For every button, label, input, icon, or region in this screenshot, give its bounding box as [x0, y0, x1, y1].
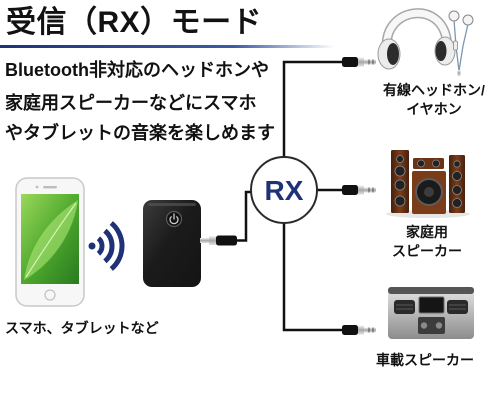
receiver-body [143, 200, 201, 287]
earphone-cable-right [458, 23, 469, 72]
earphones-image [448, 10, 474, 76]
woofer [452, 185, 462, 195]
left-tower-speaker [391, 150, 409, 213]
tweeter [453, 160, 461, 168]
jack-collar [209, 236, 216, 245]
vent-frame [394, 300, 415, 314]
receiver-device-image [143, 200, 201, 287]
description-line-1: Bluetooth非対応のヘッドホンや [5, 60, 269, 80]
woofer [394, 165, 406, 177]
center-driver [432, 159, 440, 168]
headphones-label-line-1: 有線ヘッドホン/ [383, 82, 485, 98]
headphones-label-line-2: イヤホン [406, 101, 462, 117]
source-cable [237, 190, 251, 242]
tuning-knob [435, 322, 443, 329]
power-icon [169, 216, 179, 225]
plug-collar [358, 325, 364, 335]
rx-circle [250, 156, 318, 224]
plug-tip [364, 187, 376, 193]
plug-tip [364, 327, 376, 333]
headphones-plug-icon [342, 57, 376, 67]
headband [383, 9, 451, 52]
earbud-right [462, 14, 474, 26]
cable-to-headphones [282, 60, 343, 157]
right-air-vent [447, 300, 468, 314]
center-display [418, 296, 445, 314]
signal-wave-small [96, 236, 105, 256]
center-driver [417, 159, 425, 168]
home-speakers-image [386, 150, 470, 218]
left-ear-cushion [387, 43, 399, 65]
car-dashboard-image [388, 287, 474, 339]
earphone-plug [457, 70, 461, 76]
right-tower-cabinet [449, 155, 465, 213]
rx-hub: RX [250, 156, 318, 224]
signal-dot [88, 242, 96, 250]
center-speaker [413, 158, 444, 169]
car-speakers-label: 車載スピーカー [376, 352, 474, 368]
home-speakers-plug-icon [342, 185, 376, 195]
source-label: スマホ、タブレットなど [5, 320, 159, 336]
signal-wave-medium [103, 228, 115, 264]
phone-camera [35, 185, 39, 189]
description-line-3: やタブレットの音楽を楽しめます [5, 123, 275, 143]
plug-body [342, 325, 358, 335]
smartphone-image [15, 177, 85, 307]
left-air-vent [394, 300, 415, 314]
audio-control-panel [418, 317, 445, 334]
tweeter [396, 155, 404, 163]
woofer [452, 171, 462, 181]
home-speakers-label-line-1: 家庭用 [406, 224, 448, 240]
car-speakers-plug-icon [342, 325, 376, 335]
woofer [394, 179, 406, 191]
woofer [452, 198, 462, 208]
rx-label: RX [265, 175, 304, 206]
phone-speaker [43, 186, 57, 189]
page-title: 受信（RX）モード [6, 6, 263, 39]
plug-collar [358, 57, 364, 67]
plug-body [342, 57, 358, 67]
volume-knob [420, 322, 428, 329]
dashboard-top-trim [388, 287, 474, 294]
earphone-remote [453, 40, 458, 51]
audio-jack-icon [200, 235, 237, 246]
woofer [394, 195, 406, 207]
subwoofer [412, 171, 446, 214]
right-ear-cushion [435, 41, 447, 61]
plug-tip [364, 59, 376, 65]
vent-frame [447, 300, 468, 314]
right-tower-speaker [449, 155, 465, 213]
jack-tip [200, 238, 209, 243]
home-speakers-label-line-2: スピーカー [392, 243, 462, 259]
plug-collar [358, 185, 364, 195]
signal-wave-large [109, 221, 125, 271]
jack-body [216, 235, 237, 246]
plug-body [342, 185, 358, 195]
phone-wallpaper-leaf-vein [25, 202, 77, 278]
phone-home-button [44, 289, 56, 301]
description-line-2: 家庭用スピーカーなどにスマホ [5, 93, 257, 113]
title-underline [0, 45, 335, 48]
cable-to-car-speakers [282, 223, 343, 332]
earbud-left [448, 10, 460, 22]
subwoofer-dust-cap [424, 187, 434, 197]
bluetooth-signal-icon [88, 221, 125, 271]
headphones-image [377, 8, 456, 70]
receiver-highlight [148, 203, 196, 206]
